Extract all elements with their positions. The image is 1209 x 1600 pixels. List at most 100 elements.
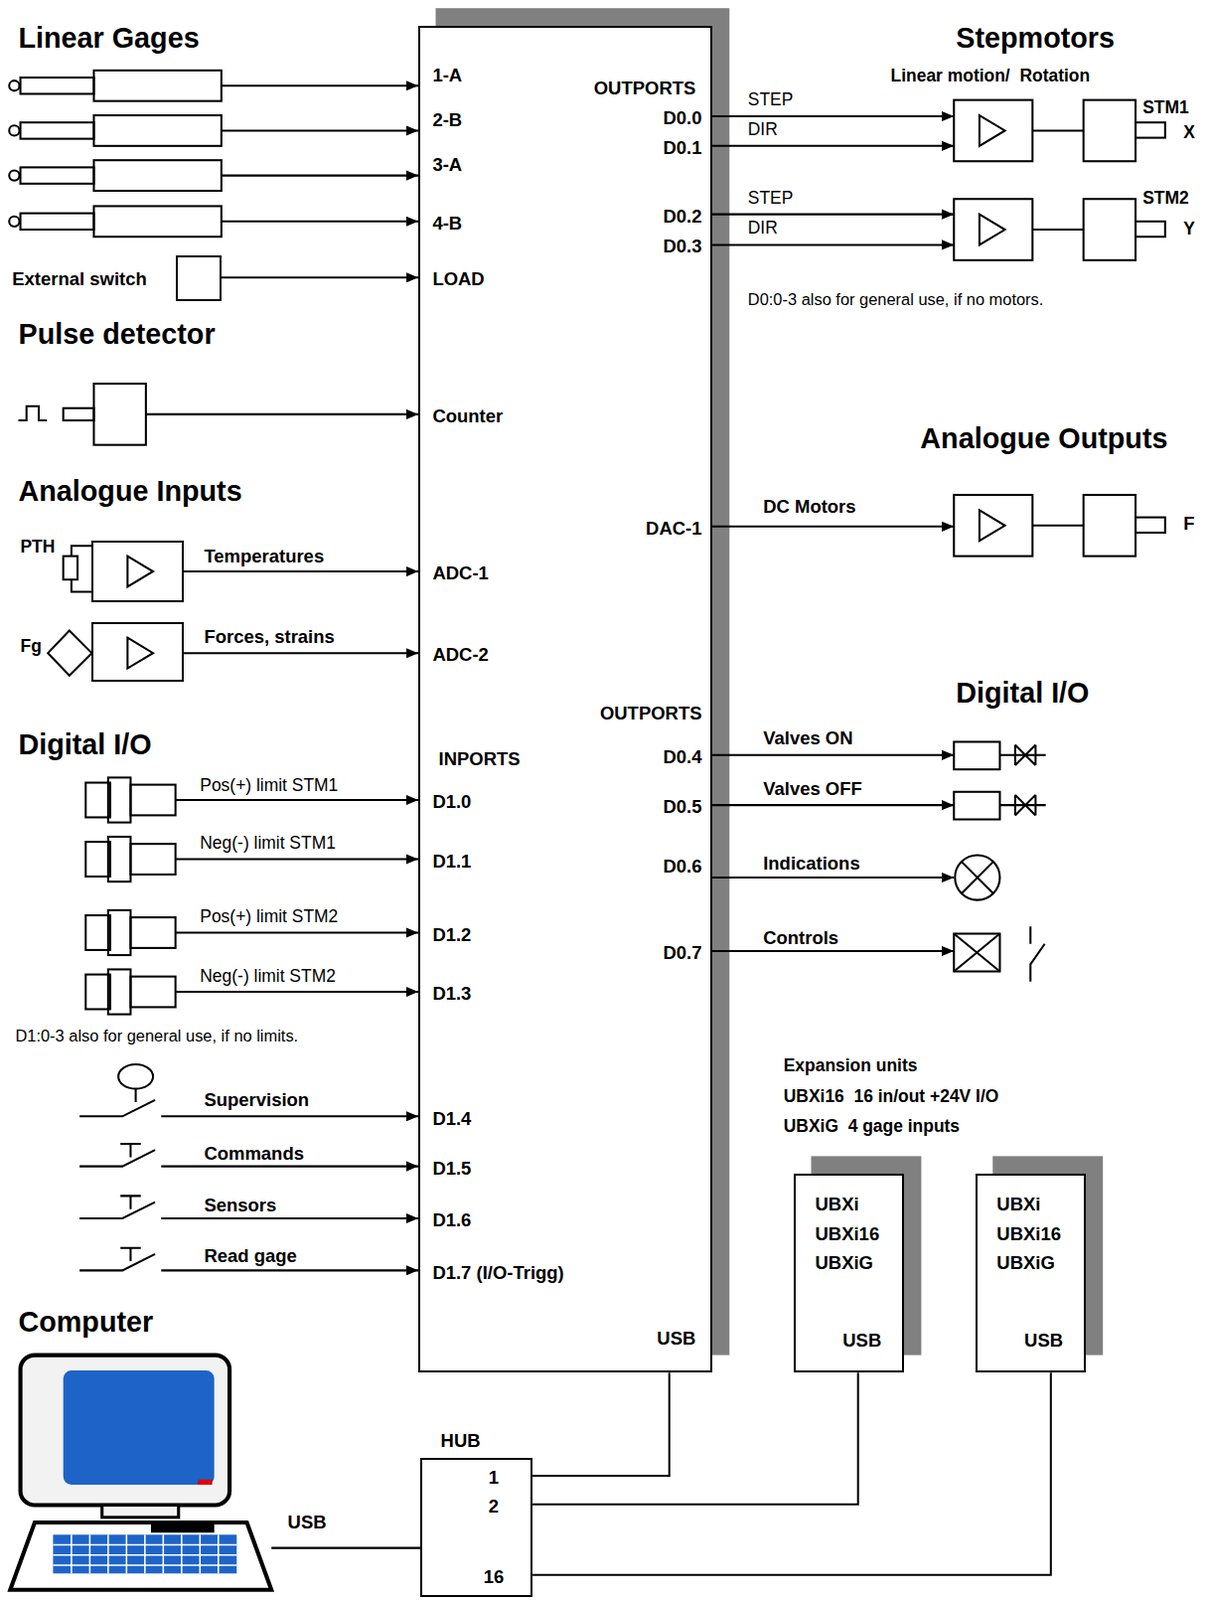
- port-label: D1.7 (I/O-Trigg): [432, 1261, 564, 1282]
- port-label: Counter: [432, 406, 503, 427]
- connector: [532, 1371, 859, 1504]
- label: STEP: [748, 189, 794, 209]
- port-label: USB: [656, 1328, 696, 1349]
- label: Read gage: [203, 1245, 297, 1266]
- computer: [9, 1355, 421, 1590]
- pulse-detector: [17, 383, 419, 446]
- label: Neg(-) limit STM2: [199, 966, 336, 986]
- label: Pos(+) limit STM2: [199, 907, 338, 927]
- port-label: D0.2: [663, 205, 703, 226]
- usb-hub: HUB1216: [420, 1457, 533, 1598]
- connector: [221, 276, 419, 279]
- label: Analogue Inputs: [17, 475, 242, 508]
- port-label: 1: [488, 1467, 499, 1488]
- label: Y: [1183, 219, 1196, 239]
- port-label: D0.6: [663, 856, 703, 877]
- port-label: D1.6: [432, 1209, 471, 1230]
- port-label: USB: [1024, 1330, 1063, 1351]
- port-label: ADC-1: [432, 563, 488, 584]
- port-label: ADC-2: [432, 644, 488, 665]
- port-label: D1.0: [432, 791, 471, 812]
- port-label: UBXiG: [815, 1252, 875, 1273]
- linear-gages: [8, 70, 419, 237]
- label: Analogue Outputs: [919, 423, 1168, 455]
- label: Pulse detector: [17, 318, 215, 351]
- port-label: UBXi16: [815, 1222, 881, 1243]
- port-label: 4-B: [432, 213, 462, 234]
- label: STM2: [1142, 189, 1190, 209]
- port-label: D0.5: [663, 796, 703, 817]
- port-label: 3-A: [432, 154, 462, 175]
- port-label: UBXiG: [996, 1252, 1056, 1273]
- label: Valves ON: [762, 727, 853, 748]
- label: Commands: [203, 1142, 304, 1163]
- label: Digital I/O: [17, 729, 152, 761]
- port-label: D1.5: [432, 1158, 471, 1179]
- stepmotors: [712, 100, 1166, 261]
- connector: [532, 1371, 670, 1476]
- label: Expansion units: [783, 1057, 918, 1076]
- label: STM1: [1142, 98, 1190, 118]
- edge-label: Temperatures: [203, 546, 324, 567]
- label: Linear Gages: [17, 22, 199, 55]
- label: Computer: [17, 1306, 153, 1339]
- connector: [183, 570, 419, 573]
- label: D0:0-3 also for general use, if no motor…: [748, 290, 1045, 308]
- port-label: HUB: [441, 1430, 481, 1451]
- digital-outputs: [712, 741, 1047, 981]
- label: STEP: [748, 90, 794, 110]
- amplifier-box: PTH: [91, 540, 183, 603]
- label: Digital I/O: [955, 678, 1089, 711]
- port-label: D0.3: [663, 236, 703, 257]
- analogue-sensors: [47, 545, 153, 675]
- port-label: INPORTS: [439, 749, 521, 769]
- label: Controls: [762, 927, 839, 948]
- label: Stepmotors: [955, 22, 1115, 55]
- limit-switches: [85, 776, 419, 1014]
- amplifier-box: Fg: [91, 621, 183, 682]
- port-label: 1-A: [432, 65, 462, 86]
- interface-unit: 1-A 2-B 3-A 4-B LOAD CounterADC-1ADC-2INPORTS…: [418, 25, 713, 1373]
- switches: [79, 1063, 419, 1270]
- port-label: D1.2: [432, 924, 471, 945]
- port-label: D0.4: [663, 747, 703, 767]
- label: DIR: [748, 121, 778, 141]
- label: Indications: [762, 853, 860, 874]
- port-label: UBXi: [996, 1194, 1041, 1214]
- port-label: D0.7: [663, 942, 703, 963]
- port-label: OUTPORTS: [600, 703, 703, 724]
- label: Linear motion/ Rotation: [891, 66, 1091, 86]
- port-label: OUTPORTS: [594, 78, 697, 99]
- label: Neg(-) limit STM1: [199, 834, 336, 854]
- label: X: [1183, 123, 1196, 143]
- dc-motor: [712, 494, 1166, 557]
- label: UBXi16 16 in/out +24V I/O: [783, 1086, 1000, 1106]
- port-label: LOAD: [432, 269, 484, 290]
- port-label: 16: [483, 1565, 505, 1586]
- connector: [183, 651, 419, 654]
- port-label: 2-B: [432, 110, 462, 131]
- port-label: D0.0: [663, 108, 703, 129]
- port-label: UBXi: [815, 1194, 860, 1214]
- label: Pos(+) limit STM1: [199, 775, 338, 795]
- label: UBXiG 4 gage inputs: [783, 1116, 960, 1136]
- label: Supervision: [203, 1089, 309, 1110]
- port-label: 2: [488, 1496, 499, 1516]
- label: DIR: [748, 218, 778, 238]
- label: Valves OFF: [762, 778, 863, 799]
- port-label: External switch: [11, 269, 148, 290]
- port-label: D1.3: [432, 983, 471, 1004]
- port-label: USB: [842, 1330, 882, 1351]
- connector: [532, 1371, 1052, 1574]
- switch-box: External switch: [175, 255, 222, 302]
- port-label: PTH: [19, 538, 55, 558]
- expansion-unit: UBXiUBXi16UBXiG USB: [793, 1173, 905, 1372]
- label: Sensors: [203, 1195, 277, 1215]
- edge-label: Forces, strains: [203, 626, 334, 647]
- port-label: D1.1: [432, 851, 471, 872]
- port-label: UBXi16: [996, 1222, 1061, 1243]
- port-label: Fg: [19, 636, 41, 656]
- label: F: [1183, 513, 1195, 534]
- label: D1:0-3 also for general use, if no limit…: [14, 1026, 299, 1045]
